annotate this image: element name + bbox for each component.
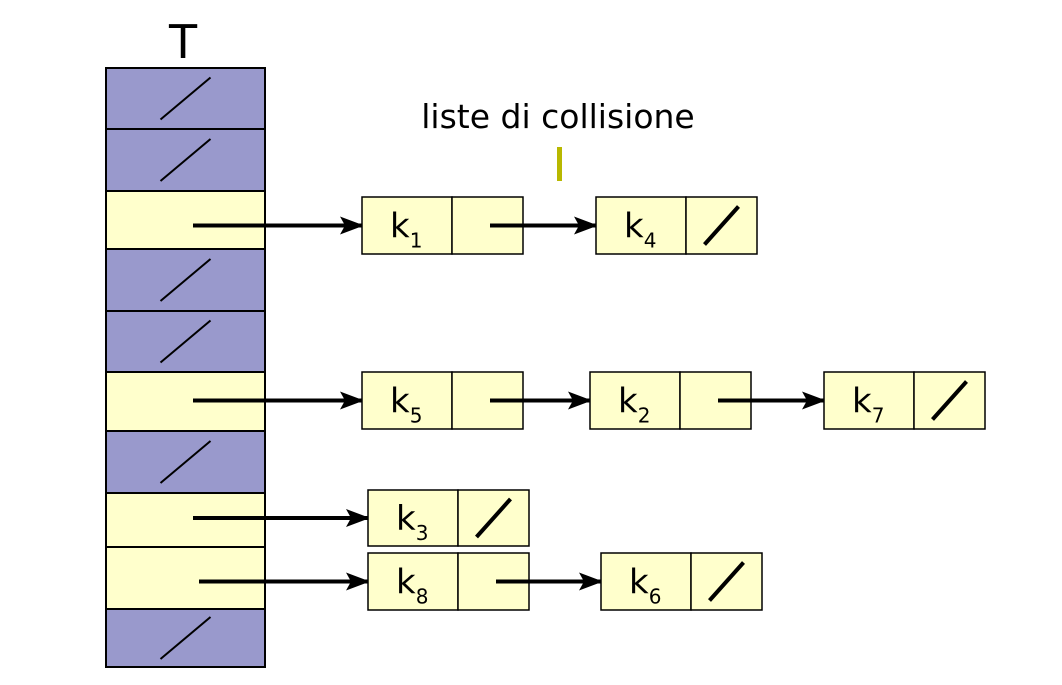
null-pointer-icon [703,205,740,246]
node-key-cell [823,371,915,430]
list-node-k4: k4 [595,196,758,255]
node-key-label: k8 [396,563,428,609]
null-pointer-icon [159,616,212,660]
collision-lists-marker [557,147,562,181]
list-node-k5: k5 [361,371,524,430]
hash-table [105,67,266,668]
node-key-label: k3 [396,499,428,545]
node-key-cell [589,371,681,430]
list-node-k6: k6 [600,552,763,611]
table-slot-2 [105,190,266,250]
collision-lists-label: liste di collisione [421,97,694,136]
node-key-cell [367,552,459,611]
node-key-cell [595,196,687,255]
null-pointer-icon [931,380,968,421]
null-pointer-icon [708,561,745,602]
collision-lists: k1 k4 k5 k2 k7 k3 k8 k6 [193,196,986,611]
table-slot-8 [105,546,266,610]
list-node-k3: k3 [367,489,530,547]
null-pointer-icon [159,76,212,121]
null-pointer-icon [159,319,212,364]
list-node-k7: k7 [823,371,986,430]
node-key-label: k2 [618,382,650,428]
node-key-cell [361,371,453,430]
null-pointer-icon [159,440,212,484]
null-pointer-icon [475,497,512,539]
node-key-cell [361,196,453,255]
null-pointer-icon [159,258,212,302]
null-pointer-icon [159,138,212,182]
table-title: T [168,15,198,69]
node-key-cell [367,489,459,547]
list-node-k2: k2 [589,371,752,430]
list-node-k1: k1 [361,196,524,255]
